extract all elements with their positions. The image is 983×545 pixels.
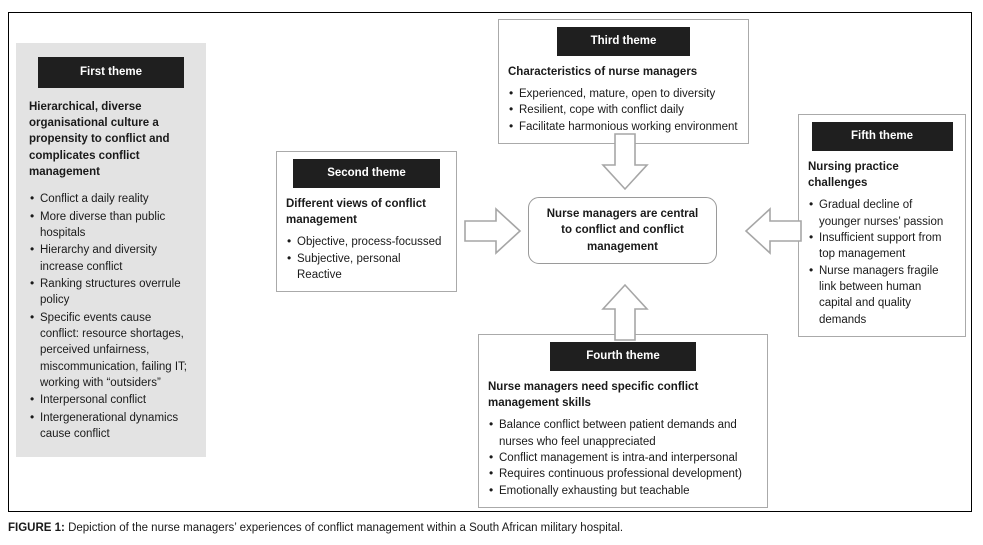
list-item: Insufficient support from top management	[808, 229, 956, 263]
theme-box-fourth: Fourth theme Nurse managers need specifi…	[478, 334, 768, 508]
list-item: Conflict management is intra-and interpe…	[488, 449, 758, 466]
theme-header-fifth: Fifth theme	[811, 122, 953, 151]
theme-box-fifth: Fifth theme Nursing practice challenges …	[798, 114, 966, 337]
list-item: Balance conflict between patient demands…	[488, 416, 758, 450]
theme-subtitle-third: Characteristics of nurse managers	[508, 65, 698, 78]
list-item: Nurse managers fragile link between huma…	[808, 262, 956, 328]
list-item: More diverse than public hospitals	[29, 208, 193, 242]
arrow-down-icon	[601, 133, 649, 191]
theme-box-second: Second theme Different views of conflict…	[276, 151, 457, 293]
theme-header-fourth: Fourth theme	[550, 342, 696, 371]
list-item: Specific events cause conflict: resource…	[29, 309, 193, 392]
theme-subtitle-second: Different views of conflict management	[286, 197, 426, 226]
theme-header-third: Third theme	[557, 27, 690, 56]
figure-frame: First theme Hierarchical, diverse organi…	[8, 12, 972, 512]
list-item: Subjective, personal Reactive	[286, 250, 447, 284]
list-item: Facilitate harmonious working environmen…	[508, 118, 739, 135]
theme-subtitle-fourth: Nurse managers need specific conflict ma…	[488, 380, 699, 409]
list-item: Requires continuous professional develop…	[488, 465, 758, 482]
arrow-left-icon	[744, 207, 802, 255]
theme-list-fourth: Balance conflict between patient demands…	[488, 416, 758, 499]
theme-subtitle-fifth: Nursing practice challenges	[808, 160, 899, 189]
arrow-right-icon	[464, 207, 522, 255]
list-item: Interpersonal conflict	[29, 391, 193, 408]
center-node: Nurse managers are central to conflict a…	[528, 197, 717, 264]
list-item: Resilient, cope with conflict daily	[508, 101, 739, 118]
theme-header-second: Second theme	[293, 159, 440, 188]
list-item: Experienced, mature, open to diversity	[508, 85, 739, 102]
theme-box-first: First theme Hierarchical, diverse organi…	[16, 43, 206, 458]
theme-list-third: Experienced, mature, open to diversity R…	[508, 85, 739, 135]
center-node-label: Nurse managers are central to conflict a…	[546, 208, 699, 253]
theme-list-second: Objective, process-focussed Subjective, …	[286, 233, 447, 284]
arrow-up-icon	[601, 283, 649, 341]
theme-list-first: Conflict a daily reality More diverse th…	[29, 190, 193, 443]
figure-caption: FIGURE 1: Depiction of the nurse manager…	[8, 521, 968, 536]
list-item: Intergenerational dynamics cause conflic…	[29, 409, 193, 443]
list-item: Ranking structures overrule policy	[29, 275, 193, 309]
list-item: Objective, process-focussed	[286, 233, 447, 250]
list-item: Gradual decline of younger nurses’ passi…	[808, 196, 956, 230]
theme-subtitle-first: Hierarchical, diverse organisational cul…	[29, 100, 170, 178]
theme-list-fifth: Gradual decline of younger nurses’ passi…	[808, 196, 956, 328]
list-item: Hierarchy and diversity increase conflic…	[29, 241, 193, 275]
theme-box-third: Third theme Characteristics of nurse man…	[498, 19, 749, 144]
figure-caption-text: Depiction of the nurse managers’ experie…	[64, 522, 624, 534]
figure-caption-label: FIGURE 1:	[8, 522, 65, 534]
list-item: Conflict a daily reality	[29, 190, 193, 207]
theme-header-first: First theme	[38, 57, 184, 88]
list-item: Emotionally exhausting but teachable	[488, 482, 758, 499]
